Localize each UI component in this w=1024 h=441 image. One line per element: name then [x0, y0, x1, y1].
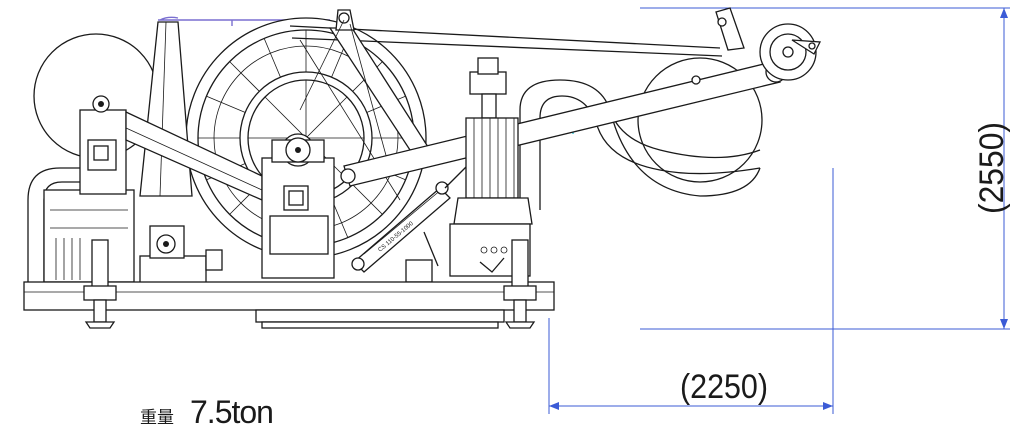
- submersible-pump: [449, 57, 533, 277]
- valve-block: [405, 231, 439, 283]
- height-dimension-label: (2550): [973, 122, 1011, 214]
- weight-annotation: 重量 7.5ton: [140, 394, 274, 431]
- top-cable: [289, 25, 723, 57]
- boom-sheave: [715, 7, 822, 81]
- weight-value: 7.5ton: [190, 394, 274, 430]
- top-mast: [299, 9, 432, 201]
- hydraulic-cylinder: [351, 164, 469, 273]
- engine-unit: [139, 225, 223, 287]
- dimension-lines: [548, 7, 1010, 414]
- central-gearbox: [261, 133, 335, 279]
- left-frame: [43, 95, 135, 283]
- width-dimension-label: (2250): [680, 368, 768, 406]
- outrigger-jacks: [83, 239, 537, 329]
- weight-label: 重量: [140, 408, 174, 428]
